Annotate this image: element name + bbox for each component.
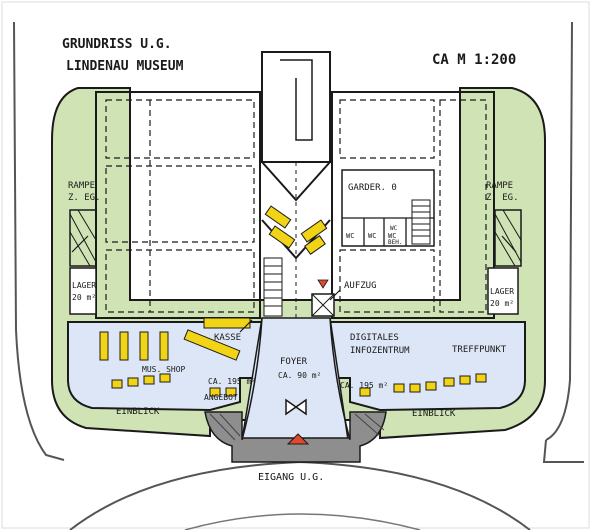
building-left-wing	[95, 91, 261, 319]
title-line1: GRUNDRISS U.G.	[62, 37, 172, 52]
rampe-right-line1: RAMPE	[486, 181, 513, 191]
shop-label-line1: MUS. SHOP	[142, 365, 186, 374]
foyer-label-line1: FOYER	[280, 357, 308, 367]
wc-label-4: WC	[390, 225, 398, 232]
angebot-label: ANGEBOT	[204, 393, 238, 402]
kasse-label: KASSE	[214, 333, 241, 343]
aufzug-label: AUFZUG	[344, 281, 377, 291]
ramp-left	[69, 209, 97, 267]
garderobe-label: GARDER. 0	[348, 183, 397, 193]
display-boxes-right	[359, 373, 487, 397]
street-curve-left	[13, 21, 65, 461]
rampe-arrow-left	[71, 235, 89, 253]
rampe-right-line2: Z. EG.	[486, 193, 519, 203]
bench-center-1	[264, 205, 292, 229]
kasse-arrow	[239, 319, 253, 333]
treffpunkt-label: TREFFPUNKT	[452, 345, 507, 355]
shop-counter	[183, 329, 241, 361]
einblick-left-label: EINBLICK	[116, 407, 160, 417]
street-corner-right	[542, 439, 584, 463]
scale-label: CA M 1:200	[432, 52, 516, 68]
shop-label-line2: CA. 195 m²	[208, 377, 256, 386]
foyer-label-line2: CA. 90 m²	[278, 371, 321, 380]
street-curve-right	[545, 21, 573, 441]
bench-center-2	[268, 225, 296, 249]
building-right-wing	[331, 91, 495, 319]
lager-right-room	[487, 267, 519, 315]
entrance-plaza-inner-arc	[184, 513, 421, 530]
entrance-bastions	[204, 411, 387, 463]
kasse-counter	[203, 317, 251, 329]
foyer-wall-left	[241, 317, 263, 441]
shop-shelves	[99, 331, 169, 361]
foyer-wall-right	[329, 317, 351, 441]
entrance-door	[285, 398, 307, 416]
title-line2: LINDENAU MUSEUM	[66, 59, 184, 74]
area-right-label: CA. 195 m²	[340, 381, 388, 390]
elevator	[311, 279, 335, 317]
rampe-left-line1: RAMPE	[68, 181, 95, 191]
stair-left	[263, 257, 283, 317]
display-boxes-left	[111, 373, 237, 397]
center-tower	[261, 51, 331, 318]
entrance-hatch	[209, 413, 385, 441]
rampe-arrow-right	[501, 235, 517, 253]
digital-label-line2: INFOZENTRUM	[350, 346, 410, 356]
aufzug-arrow	[329, 289, 341, 301]
stair-wc	[411, 199, 431, 245]
rampe-left-line2: Z. EG.	[68, 193, 101, 203]
lager-right-line1: LAGER	[490, 287, 514, 296]
bench-center-3	[300, 219, 328, 243]
wc-block	[342, 217, 434, 246]
lager-left-line2: 20 m²	[72, 293, 96, 302]
lager-left-room	[69, 267, 97, 315]
digital-label-line1: DIGITALES	[350, 333, 399, 343]
entrance-marker	[286, 433, 310, 445]
wc-label-1: WC	[346, 232, 354, 240]
lager-left-line1: LAGER	[72, 281, 96, 290]
lager-right-line2: 20 m²	[490, 299, 514, 308]
ramp-right	[494, 209, 522, 267]
wc-label-3: WC	[388, 232, 396, 240]
einblick-right-label: EINBLICK	[412, 409, 456, 419]
bench-center-4	[304, 235, 326, 255]
eingang-label: EIGANG U.G.	[258, 472, 324, 483]
wc-label-4b: BEH.	[388, 239, 402, 246]
wc-label-2: WC	[368, 232, 376, 240]
